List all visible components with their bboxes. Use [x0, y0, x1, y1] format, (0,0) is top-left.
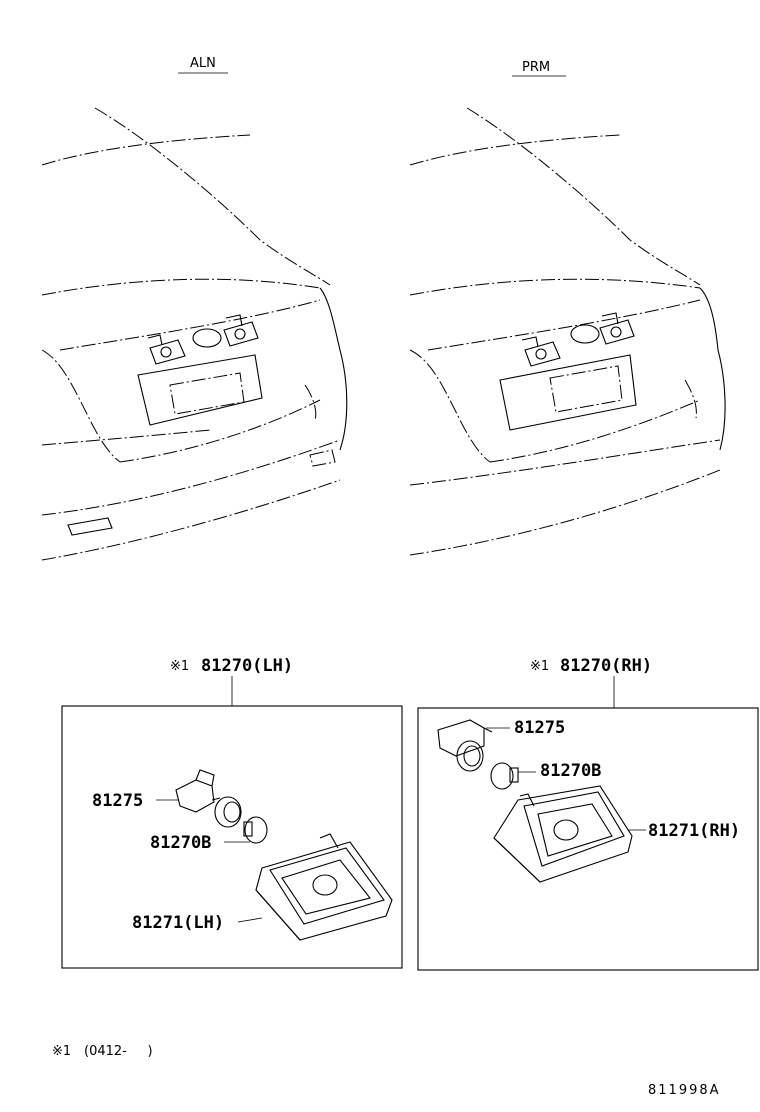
- assembly-lh-box: [61, 705, 403, 969]
- lens-rh: [493, 785, 633, 883]
- variant-label-prm: PRM: [522, 60, 550, 75]
- assembly-rh: ※1 81270(RH) 81275 81270B 81271(: [417, 656, 759, 971]
- footnote-range: (0412- ): [84, 1044, 153, 1059]
- variant-label-aln: ALN: [190, 56, 216, 71]
- lens-lh: [255, 833, 393, 941]
- lens-lh-label: 81271(LH): [132, 913, 224, 933]
- bulb-lh: [243, 816, 268, 844]
- car-rear-aln: [41, 107, 348, 561]
- assembly-lh-title: 81270(LH): [201, 656, 293, 676]
- socket-rh-label: 81275: [514, 718, 565, 738]
- socket-lh: [175, 769, 242, 828]
- footnote-mark: ※1: [52, 1044, 71, 1059]
- license-lamp-lh-on-car: [147, 334, 186, 365]
- assembly-lh: ※1 81270(LH) 81275 81270B: [61, 656, 403, 969]
- assembly-lh-mark: ※1: [170, 659, 189, 674]
- assembly-rh-box: [417, 707, 759, 971]
- license-lamp-rh-on-car-prm: [599, 312, 635, 345]
- license-lamp-lh-on-car-prm: [521, 336, 561, 367]
- car-rear-prm: [409, 107, 726, 556]
- license-lamp-rh-on-car: [223, 314, 259, 347]
- socket-lh-label: 81275: [92, 791, 143, 811]
- bulb-lh-label: 81270B: [150, 833, 211, 853]
- assembly-rh-mark: ※1: [530, 659, 549, 674]
- assembly-rh-title: 81270(RH): [560, 656, 652, 676]
- diagram-code: 811998A: [648, 1083, 721, 1098]
- lens-rh-label: 81271(RH): [648, 821, 740, 841]
- bulb-rh: [490, 762, 519, 790]
- socket-rh: [437, 719, 493, 772]
- bulb-rh-label: 81270B: [540, 761, 601, 781]
